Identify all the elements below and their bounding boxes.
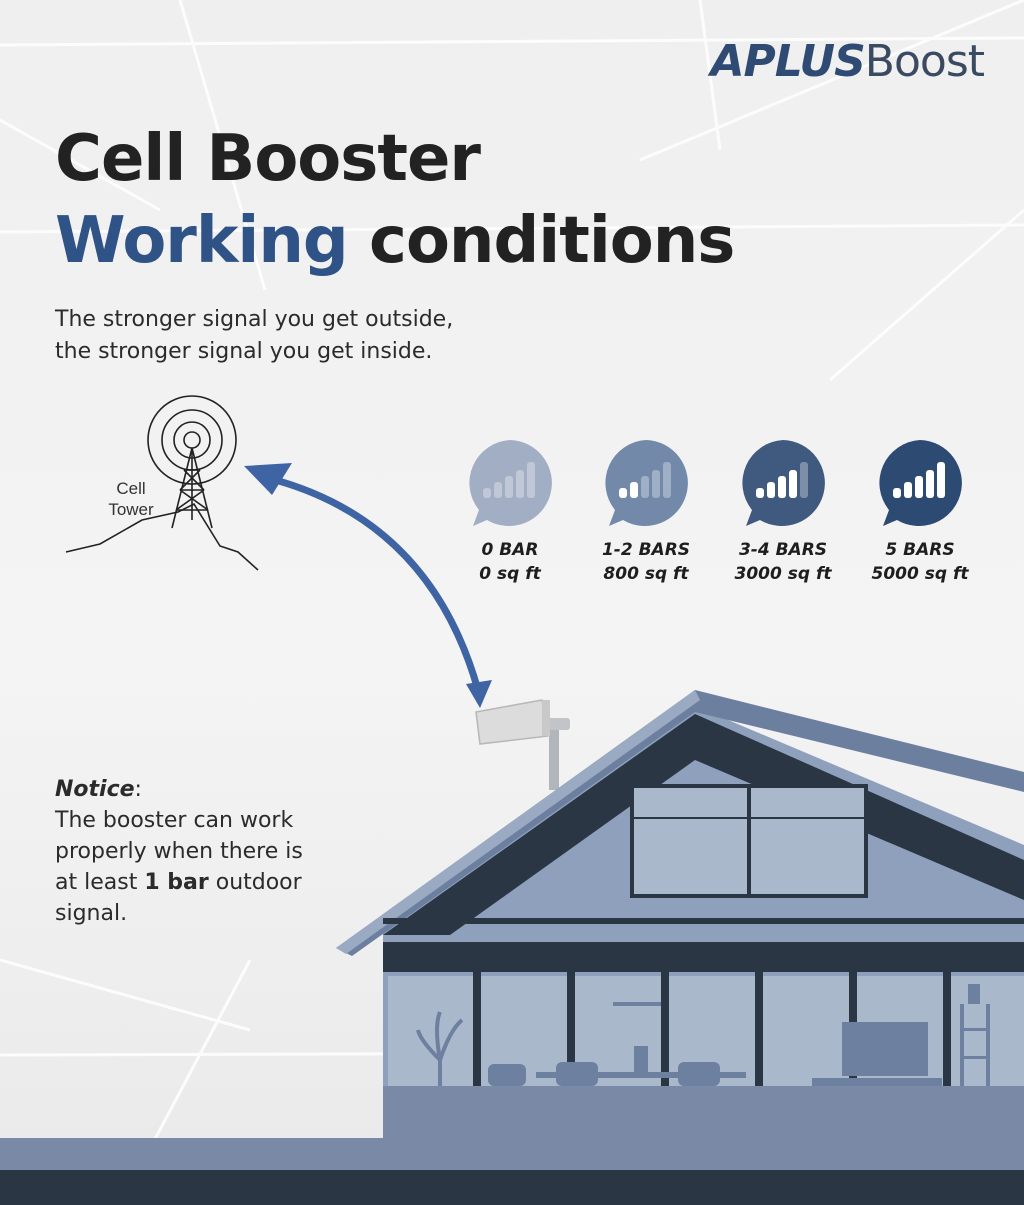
signal-level-label: 3-4 BARS 3000 sq ft (713, 538, 853, 586)
signal-bar (641, 476, 649, 498)
signal-bubble-icon (742, 440, 825, 526)
subtitle-line2: the stronger signal you get inside. (55, 339, 433, 364)
signal-area-text: 800 sq ft (603, 564, 689, 584)
signal-bar (904, 482, 912, 498)
signal-area-text: 0 sq ft (479, 564, 541, 584)
subtitle-line1: The stronger signal you get outside, (55, 307, 454, 332)
signal-level-label: 1-2 BARS 800 sq ft (576, 538, 716, 586)
signal-area-text: 3000 sq ft (734, 564, 832, 584)
antenna-icon (475, 699, 570, 790)
tower-label-line2: Tower (108, 500, 154, 519)
notice-block: Notice: The booster can work properly wh… (55, 774, 355, 929)
tower-label: Cell Tower (96, 478, 166, 520)
signal-bar (505, 476, 513, 498)
signal-level-0: 0 BAR 0 sq ft (440, 438, 580, 586)
notice-line3-bold: 1 bar (144, 870, 209, 895)
signal-bar (756, 488, 764, 498)
signal-bar (483, 488, 491, 498)
signal-bubble-icon (605, 440, 688, 526)
signal-bar (663, 462, 671, 498)
notice-line1: The booster can work (55, 808, 294, 833)
cell-tower-icon (65, 395, 259, 571)
signal-bar (926, 470, 934, 498)
ground-dark (0, 1170, 1024, 1205)
signal-level-label: 5 BARS 5000 sq ft (850, 538, 990, 586)
bubble-body (605, 440, 688, 526)
signal-bars-text: 1-2 BARS (601, 540, 691, 560)
title-highlight: Working (55, 204, 349, 278)
brand-logo: APLUSBoost (710, 36, 985, 87)
signal-bar (619, 488, 627, 498)
signal-bar (915, 476, 923, 498)
arrow-icon (244, 463, 492, 708)
notice-heading: Notice (55, 777, 135, 802)
brand-suffix: Boost (864, 36, 985, 87)
bubble-body (469, 440, 552, 526)
signal-bar (789, 470, 797, 498)
signal-level-2: 3-4 BARS 3000 sq ft (713, 438, 853, 586)
signal-bar (893, 488, 901, 498)
signal-bars-text: 3-4 BARS (738, 540, 828, 560)
signal-bars-text: 5 BARS (885, 540, 955, 560)
signal-bar (937, 462, 945, 498)
signal-bubble-icon (469, 440, 552, 526)
notice-line3-pre: at least (55, 870, 145, 895)
signal-bar (767, 482, 775, 498)
brand-name: APLUS (710, 36, 865, 87)
signal-bar (516, 470, 524, 498)
notice-colon: : (134, 777, 142, 802)
tower-label-line1: Cell (116, 479, 146, 498)
signal-bar (778, 476, 786, 498)
notice-line3-post: outdoor (208, 870, 302, 895)
page-title: Cell Booster Working conditions (55, 118, 735, 282)
title-line1: Cell Booster (55, 122, 481, 196)
signal-bars-text: 0 BAR (481, 540, 539, 560)
ground-light (0, 1138, 1024, 1170)
signal-area-text: 5000 sq ft (871, 564, 969, 584)
signal-level-3: 5 BARS 5000 sq ft (850, 438, 990, 586)
signal-bar (630, 482, 638, 498)
signal-bar (652, 470, 660, 498)
signal-bar (527, 462, 535, 498)
signal-bar (494, 482, 502, 498)
signal-level-1: 1-2 BARS 800 sq ft (576, 438, 716, 586)
house-illustration (336, 690, 1024, 1140)
signal-bar (800, 462, 808, 498)
title-rest: conditions (347, 204, 735, 278)
signal-bubble-icon (879, 440, 962, 526)
notice-line2: properly when there is (55, 839, 303, 864)
signal-level-label: 0 BAR 0 sq ft (440, 538, 580, 586)
subtitle: The stronger signal you get outside, the… (55, 304, 453, 368)
notice-line4: signal. (55, 901, 128, 926)
